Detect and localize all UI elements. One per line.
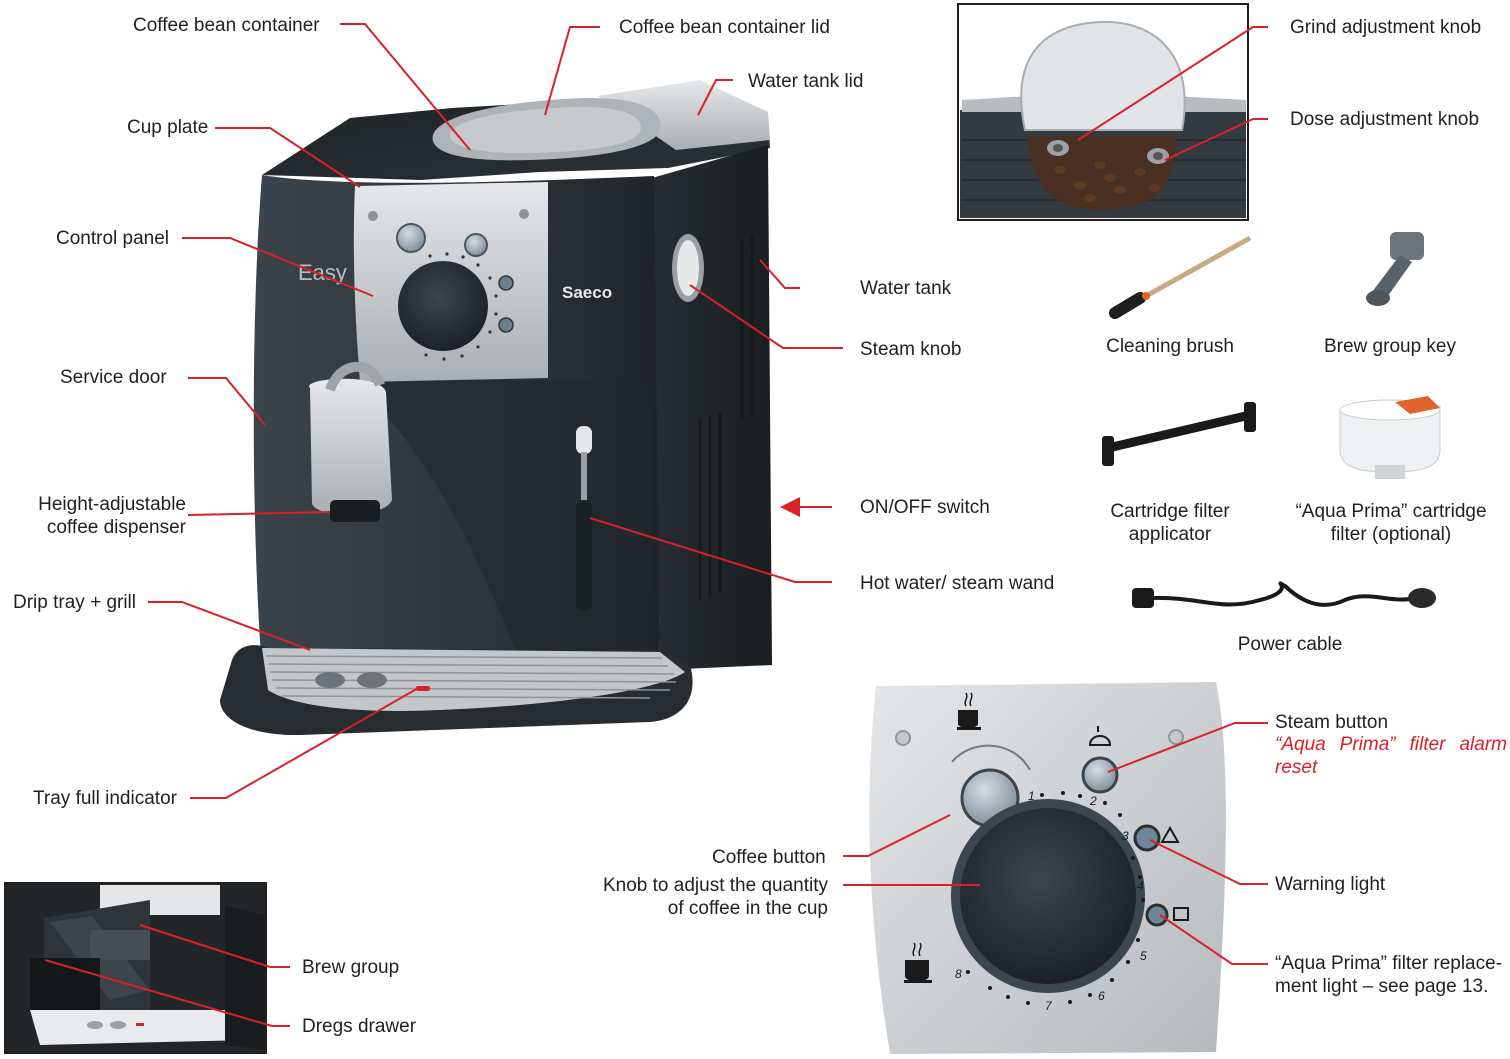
label-tray-full-indicator: Tray full indicator	[33, 788, 177, 809]
label-water-tank: Water tank	[860, 278, 952, 299]
label-steam-button-sub: “Aqua Prima” filter alarm reset	[1275, 734, 1507, 778]
label-aqua-line1: “Aqua Prima” cartridge	[1295, 501, 1487, 522]
accessory-aqua-prima-filter	[1339, 396, 1441, 479]
label-coffee-bean-container: Coffee bean container	[133, 15, 320, 36]
label-cleaning-brush: Cleaning brush	[1106, 336, 1234, 357]
dial-number-2: 2	[1089, 794, 1097, 808]
label-dispenser-line2: coffee dispenser	[46, 517, 186, 538]
label-coffee-dispenser: Height-adjustable coffee dispenser	[36, 493, 186, 539]
control-panel-closeup: 1 2 3 4 5 6 7 8	[869, 682, 1226, 1054]
accessory-filter-applicator	[1102, 402, 1256, 466]
inset-bean-container	[957, 3, 1249, 221]
label-coffee-button: Coffee button	[712, 847, 826, 868]
label-steam-button: Steam button	[1275, 712, 1389, 733]
label-aqua-prima-filter: “Aqua Prima” cartridge filter (optional)	[1278, 500, 1504, 546]
leader-lines	[44, 23, 1268, 1027]
label-knob-line1: Knob to adjust the quantity	[603, 875, 828, 896]
label-cup-plate: Cup plate	[127, 117, 209, 138]
label-service-door: Service door	[60, 367, 167, 388]
label-coffee-bean-container-lid: Coffee bean container lid	[619, 17, 830, 38]
inset-brew-group	[4, 882, 267, 1054]
dial-number-5: 5	[1140, 949, 1147, 963]
model-name: Easy	[298, 260, 347, 285]
label-power-cable: Power cable	[1237, 634, 1343, 655]
label-aqua-line2: filter (optional)	[1330, 524, 1452, 545]
accessory-cleaning-brush	[1109, 235, 1252, 319]
dial-number-3: 3	[1122, 829, 1129, 843]
label-hot-water-steam-wand: Hot water/ steam wand	[860, 573, 1055, 594]
dial-number-6: 6	[1098, 989, 1105, 1003]
label-grind-adjustment-knob: Grind adjustment knob	[1290, 17, 1482, 38]
label-brew-group: Brew group	[302, 957, 400, 978]
label-dispenser-line1: Height-adjustable	[38, 494, 186, 515]
label-knob-line2: of coffee in the cup	[667, 898, 828, 919]
machine-illustration: Easy Saeco	[220, 80, 832, 736]
label-drip-tray: Drip tray + grill	[13, 592, 136, 613]
label-dregs-drawer: Dregs drawer	[302, 1016, 417, 1037]
label-replace-line1: “Aqua Prima” filter replace-	[1275, 953, 1503, 974]
accessory-power-cable	[1132, 581, 1436, 608]
label-warning-light: Warning light	[1275, 874, 1386, 895]
label-on-off-switch: ON/OFF switch	[860, 497, 990, 518]
label-filter-replacement-light: “Aqua Prima” filter replace- ment light …	[1275, 952, 1502, 998]
label-control-panel: Control panel	[56, 228, 170, 249]
dial-number-1: 1	[1028, 789, 1035, 803]
accessory-brew-group-key	[1366, 232, 1424, 306]
label-brew-group-key: Brew group key	[1323, 336, 1456, 357]
label-steam-knob: Steam knob	[860, 339, 962, 360]
label-applicator-line1: Cartridge filter	[1110, 501, 1230, 522]
dial-number-7: 7	[1045, 999, 1053, 1013]
label-quantity-knob: Knob to adjust the quantity of coffee in…	[568, 874, 828, 920]
label-cartridge-filter-applicator: Cartridge filter applicator	[1080, 500, 1260, 546]
brand-name: Saeco	[562, 283, 612, 302]
label-dose-adjustment-knob: Dose adjustment knob	[1290, 109, 1480, 130]
label-applicator-line2: applicator	[1128, 524, 1212, 545]
dial-number-4: 4	[1137, 879, 1144, 893]
dial-number-8: 8	[955, 967, 962, 981]
label-water-tank-lid: Water tank lid	[748, 71, 864, 92]
label-replace-line2: ment light – see page 13.	[1275, 976, 1489, 997]
on-off-arrow	[780, 497, 800, 517]
